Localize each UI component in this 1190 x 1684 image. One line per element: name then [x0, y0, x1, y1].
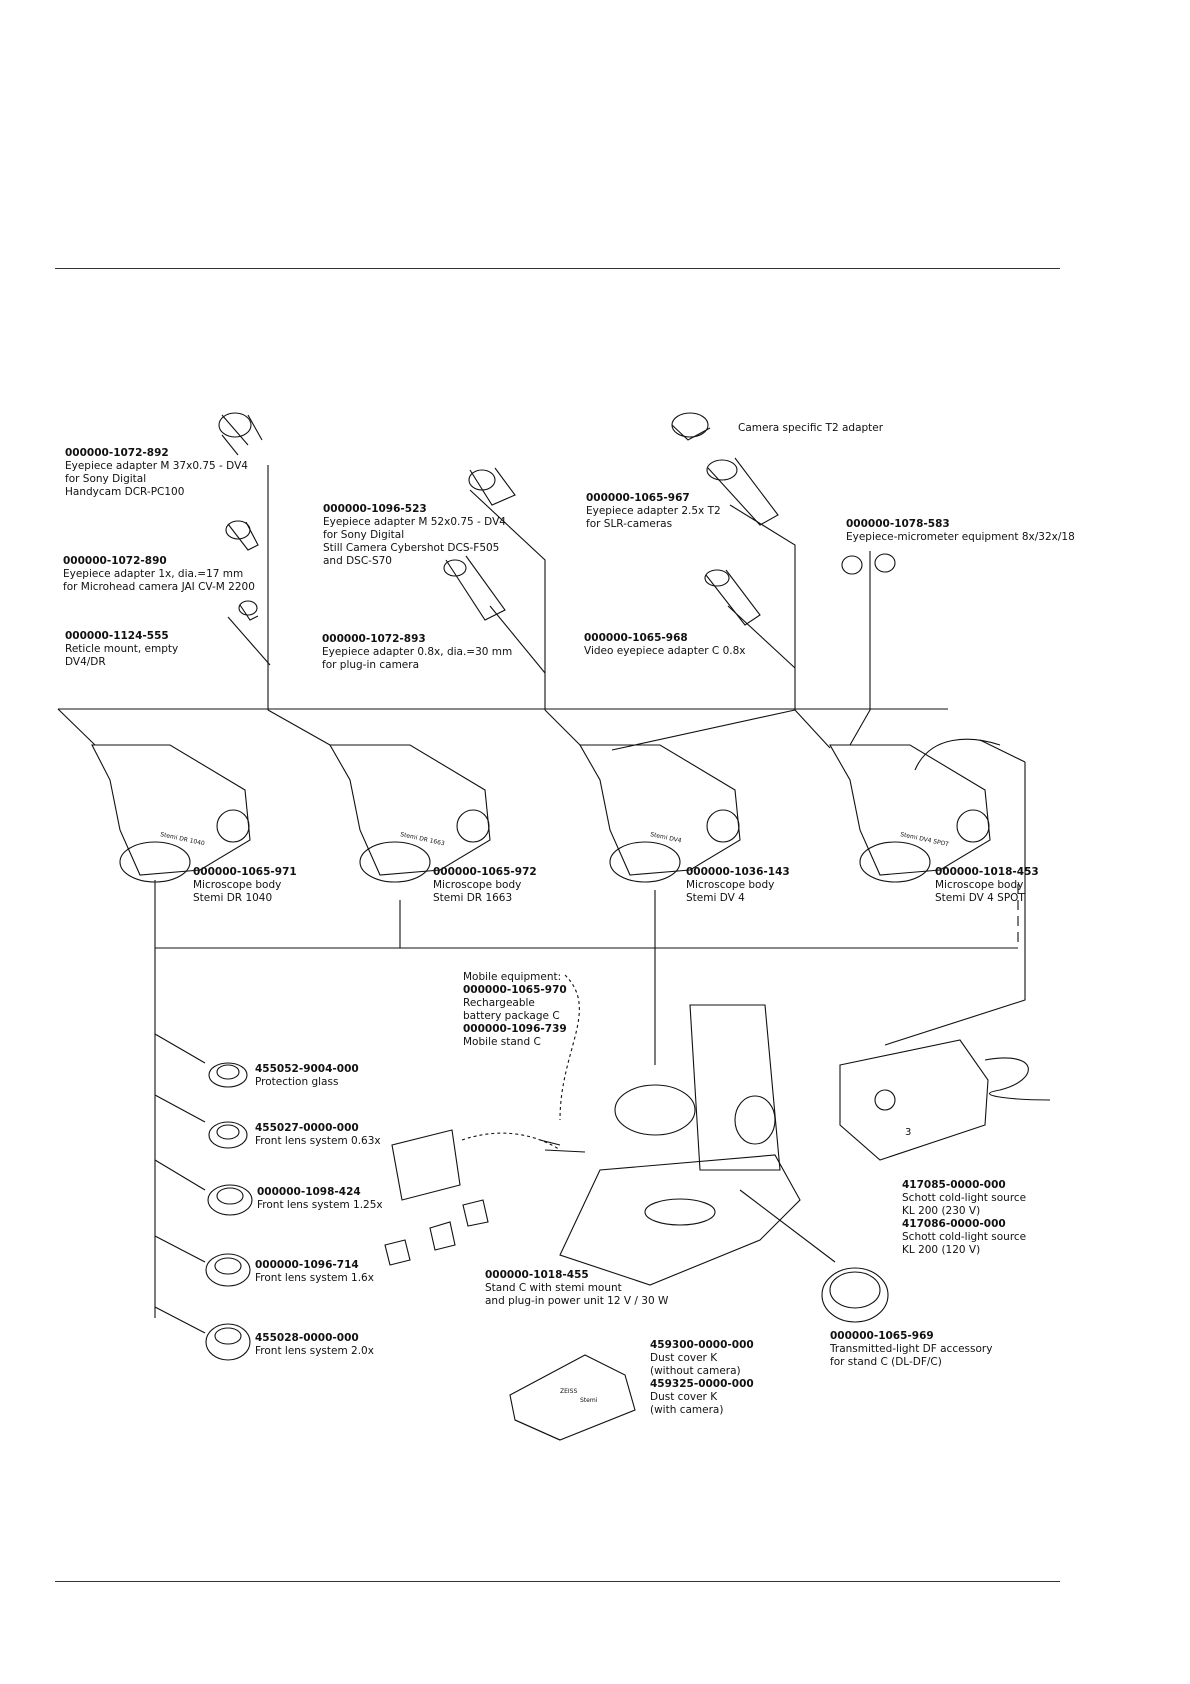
- microscope-body-1663-drawing: [329, 744, 491, 883]
- front-lens-125-drawing: [207, 1184, 253, 1216]
- label-front-lens-125: 000000-1098-424 Front lens system 1.25x: [257, 1186, 383, 1211]
- front-lens-16-drawing: [205, 1253, 251, 1287]
- power-unit-drawing: [384, 1129, 586, 1266]
- protection-glass-drawing: [208, 1062, 248, 1088]
- label-eyepiece-adapter-08: 000000-1072-893 Eyepiece adapter 0.8x, d…: [322, 633, 513, 671]
- label-t2-adapter: Camera specific T2 adapter: [738, 422, 884, 434]
- engraving-1663: Stemi DR 1663: [400, 831, 446, 847]
- power-cable: [461, 1132, 561, 1151]
- connector-lines: [57, 465, 1026, 1334]
- label-stand-c: 000000-1018-455 Stand C with stemi mount…: [485, 1269, 669, 1307]
- engraving-dv4spot: Stemi DV4 SPOT: [900, 831, 950, 848]
- label-front-lens-063: 455027-0000-000 Front lens system 0.63x: [255, 1122, 381, 1147]
- front-lens-20-drawing: [205, 1323, 251, 1361]
- label-video-adapter: 000000-1065-968 Video eyepiece adapter C…: [584, 632, 746, 657]
- label-body-1663: 000000-1065-972 Microscope body Stemi DR…: [433, 866, 537, 904]
- light-dial-number: 3: [905, 1127, 911, 1138]
- label-protection-glass: 455052-9004-000 Protection glass: [255, 1063, 359, 1088]
- eyepiece-adapter-m37-drawing: [218, 412, 263, 456]
- label-df-accessory: 000000-1065-969 Transmitted-light DF acc…: [830, 1330, 993, 1368]
- battery-cable: [559, 974, 580, 1121]
- label-eyepiece-adapter-m52: 000000-1096-523 Eyepiece adapter M 52x0.…: [323, 503, 506, 567]
- label-front-lens-20: 455028-0000-000 Front lens system 2.0x: [255, 1332, 374, 1357]
- micrometer-drawing: [841, 553, 896, 575]
- dust-cover-text: Stemi: [580, 1397, 598, 1404]
- label-body-dv4spot: 000000-1018-453 Microscope body Stemi DV…: [935, 866, 1039, 904]
- video-adapter-drawing: [704, 569, 761, 626]
- t2-adapter-drawing: [671, 412, 711, 441]
- microscope-body-1040-drawing: [91, 744, 251, 883]
- eyepiece-adapter-08-drawing: [443, 555, 506, 621]
- dust-cover-logo: ZEISS: [560, 1388, 577, 1395]
- microscope-body-dv4spot-drawing: [829, 738, 1001, 883]
- label-cold-light-source: 417085-0000-000 Schott cold-light source…: [902, 1179, 1027, 1256]
- label-mobile-equipment: Mobile equipment: 000000-1065-970 Rechar…: [463, 971, 567, 1048]
- label-micrometer: 000000-1078-583 Eyepiece-micrometer equi…: [846, 518, 1075, 543]
- label-eyepiece-adapter-m37: 000000-1072-892 Eyepiece adapter M 37x0.…: [65, 447, 248, 498]
- label-reticle-mount: 000000-1124-555 Reticle mount, empty DV4…: [65, 630, 179, 668]
- engraving-1040: Stemi DR 1040: [160, 831, 206, 847]
- top-rule: [55, 268, 1060, 269]
- cold-light-source-drawing: [839, 1039, 1051, 1161]
- eyepiece-adapter-25-drawing: [706, 457, 779, 526]
- df-accessory-drawing: [821, 1267, 889, 1323]
- eyepiece-adapter-m52-drawing: [468, 467, 516, 506]
- label-front-lens-16: 000000-1096-714 Front lens system 1.6x: [255, 1259, 374, 1284]
- microscope-body-dv4-drawing: [579, 744, 741, 883]
- label-body-dv4: 000000-1036-143 Microscope body Stemi DV…: [686, 866, 790, 904]
- bottom-rule: [55, 1581, 1060, 1582]
- dust-cover-drawing: [509, 1354, 636, 1441]
- label-dust-cover: 459300-0000-000 Dust cover K (without ca…: [650, 1339, 754, 1416]
- reticle-mount-drawing: [238, 600, 259, 621]
- dashed-connector: [880, 880, 1019, 949]
- label-body-1040: 000000-1065-971 Microscope body Stemi DR…: [193, 866, 297, 904]
- label-eyepiece-adapter-25: 000000-1065-967 Eyepiece adapter 2.5x T2…: [586, 492, 721, 530]
- front-lens-063-drawing: [208, 1121, 248, 1149]
- eyepiece-adapter-1x-drawing: [225, 520, 259, 551]
- stand-c-drawing: [559, 1004, 801, 1286]
- label-eyepiece-adapter-1x: 000000-1072-890 Eyepiece adapter 1x, dia…: [63, 555, 255, 593]
